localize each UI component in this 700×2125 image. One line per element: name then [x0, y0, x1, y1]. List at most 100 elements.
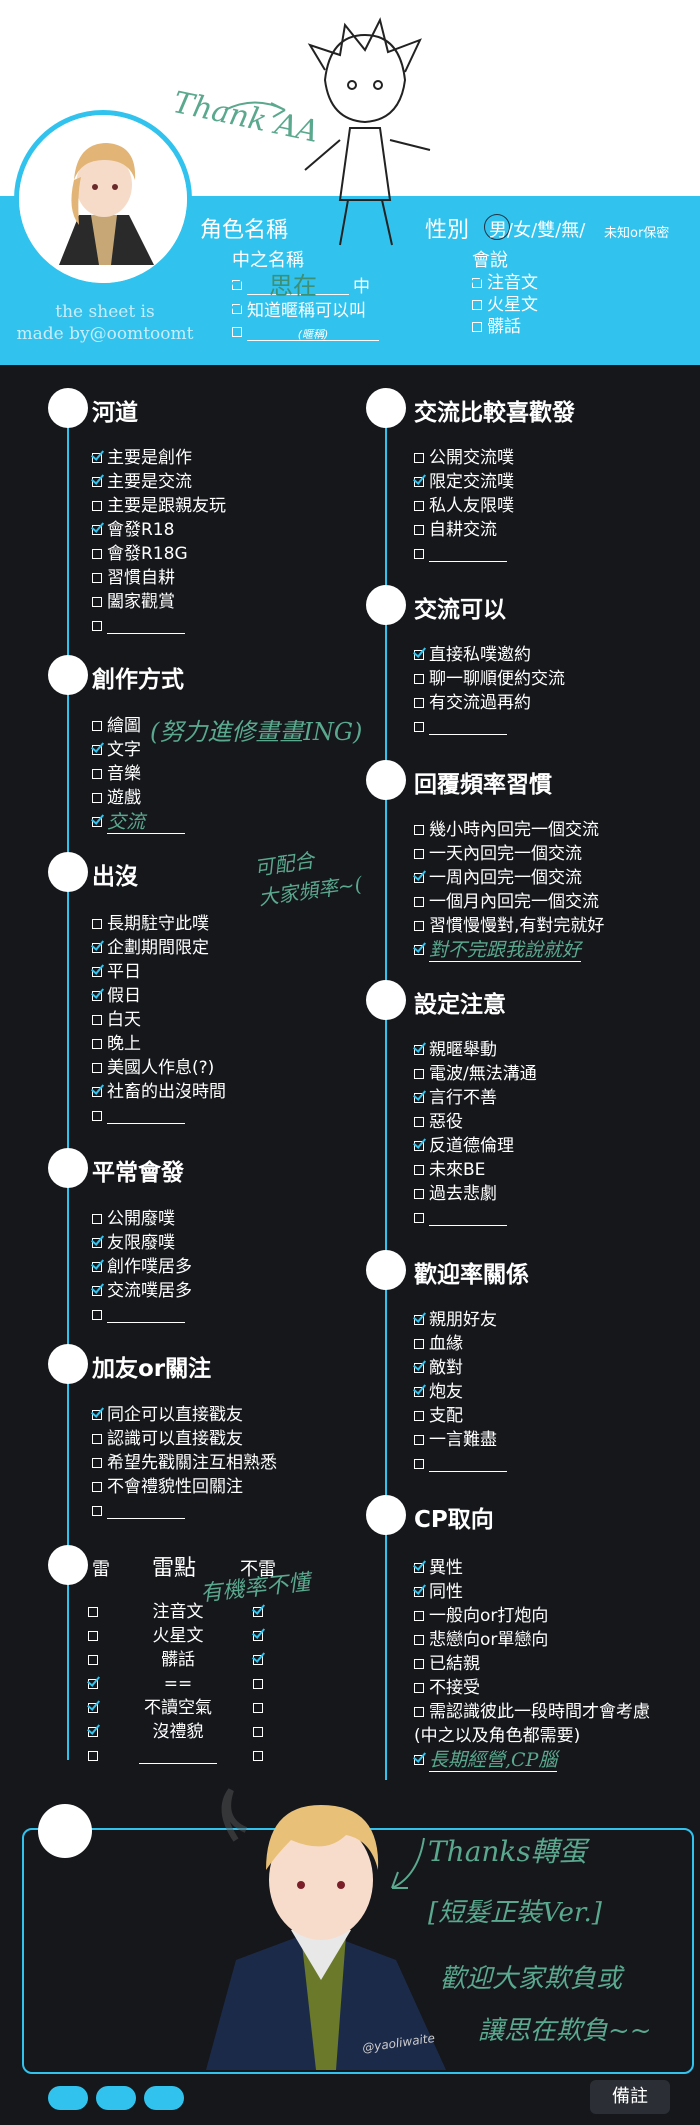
checkbox[interactable] [414, 897, 424, 907]
lei-checkbox[interactable] [88, 1607, 98, 1617]
checkbox[interactable] [414, 1387, 424, 1397]
checkbox[interactable] [92, 525, 102, 535]
checkbox[interactable] [92, 1482, 102, 1492]
list-item-other [414, 542, 514, 566]
checkbox[interactable] [92, 453, 102, 463]
checkbox[interactable] [414, 1587, 424, 1597]
checkbox[interactable] [92, 1310, 102, 1320]
tab-pill-3[interactable] [144, 2086, 184, 2110]
checkbox[interactable] [92, 1458, 102, 1468]
nickname-fill-checkbox[interactable] [232, 326, 242, 337]
checkbox[interactable] [414, 1635, 424, 1645]
checkbox[interactable] [414, 525, 424, 535]
creation-title: 創作方式 [92, 667, 184, 693]
checkbox[interactable] [92, 1410, 102, 1420]
checkbox[interactable] [414, 825, 424, 835]
checkbox[interactable] [414, 1707, 424, 1717]
checkbox[interactable] [92, 1262, 102, 1272]
checkbox[interactable] [92, 745, 102, 755]
checkbox[interactable] [92, 1434, 102, 1444]
checkbox[interactable] [414, 1117, 424, 1127]
checkbox[interactable] [414, 501, 424, 511]
checkbox[interactable] [414, 453, 424, 463]
lei-checkbox[interactable] [88, 1679, 98, 1689]
checkbox[interactable] [92, 1286, 102, 1296]
bulei-checkbox[interactable] [253, 1727, 263, 1737]
list-item-label: 習慣自耕 [107, 568, 175, 588]
checkbox[interactable] [92, 573, 102, 583]
checkbox[interactable] [92, 919, 102, 929]
checkbox[interactable] [414, 1069, 424, 1079]
list-item: 會發R18G [92, 542, 226, 566]
checkbox[interactable] [414, 1611, 424, 1621]
checkbox[interactable] [472, 278, 482, 288]
checkbox[interactable] [92, 1111, 102, 1121]
checkbox[interactable] [92, 991, 102, 1001]
bulei-checkbox[interactable] [253, 1703, 263, 1713]
checkbox[interactable] [414, 1339, 424, 1349]
bulei-checkbox[interactable] [253, 1655, 263, 1665]
checkbox[interactable] [92, 501, 102, 511]
checkbox[interactable] [92, 477, 102, 487]
checkbox[interactable] [414, 1093, 424, 1103]
checkbox[interactable] [92, 1087, 102, 1097]
lei-checkbox[interactable] [88, 1727, 98, 1737]
bulei-checkbox[interactable] [253, 1607, 263, 1617]
checkbox[interactable] [414, 1315, 424, 1325]
checkbox[interactable] [414, 1189, 424, 1199]
checkbox[interactable] [92, 1015, 102, 1025]
bulei-checkbox[interactable] [253, 1751, 263, 1761]
checkbox[interactable] [92, 817, 102, 827]
checkbox[interactable] [414, 1563, 424, 1573]
tab-pill-2[interactable] [96, 2086, 136, 2110]
checkbox[interactable] [414, 873, 424, 883]
tab-pill-1[interactable] [48, 2086, 88, 2110]
nickname-checkbox[interactable] [232, 303, 242, 314]
checkbox[interactable] [414, 1411, 424, 1421]
checkbox[interactable] [92, 967, 102, 977]
checkbox[interactable] [472, 322, 482, 332]
checkbox[interactable] [92, 1214, 102, 1224]
chinese-name-checkbox[interactable] [232, 279, 242, 290]
checkbox[interactable] [414, 1755, 424, 1765]
checkbox[interactable] [414, 1659, 424, 1669]
checkbox[interactable] [92, 549, 102, 559]
lei-checkbox[interactable] [88, 1631, 98, 1641]
checkbox[interactable] [92, 1063, 102, 1073]
checkbox[interactable] [414, 849, 424, 859]
checkbox[interactable] [414, 722, 424, 732]
checkbox[interactable] [414, 921, 424, 931]
note-tab[interactable]: 備註 [590, 2080, 670, 2114]
checkbox[interactable] [414, 1045, 424, 1055]
checkbox[interactable] [92, 1238, 102, 1248]
checkbox[interactable] [92, 621, 102, 631]
checkbox[interactable] [414, 549, 424, 559]
lei-checkbox[interactable] [88, 1703, 98, 1713]
checkbox[interactable] [414, 1213, 424, 1223]
bulei-checkbox[interactable] [253, 1679, 263, 1689]
checkbox[interactable] [92, 943, 102, 953]
checkbox[interactable] [414, 1141, 424, 1151]
checkbox[interactable] [414, 1165, 424, 1175]
bulei-checkbox[interactable] [253, 1631, 263, 1641]
checkbox[interactable] [414, 674, 424, 684]
checkbox[interactable] [414, 477, 424, 487]
checkbox[interactable] [414, 945, 424, 955]
notes-dot [38, 1804, 92, 1858]
checkbox[interactable] [92, 769, 102, 779]
list-item-other [414, 1452, 507, 1476]
lei-checkbox[interactable] [88, 1751, 98, 1761]
checkbox[interactable] [414, 1683, 424, 1693]
checkbox[interactable] [414, 1435, 424, 1445]
checkbox[interactable] [92, 1039, 102, 1049]
checkbox[interactable] [414, 650, 424, 660]
checkbox[interactable] [472, 300, 482, 310]
lei-checkbox[interactable] [88, 1655, 98, 1665]
checkbox[interactable] [92, 597, 102, 607]
checkbox[interactable] [92, 721, 102, 731]
checkbox[interactable] [92, 1506, 102, 1516]
checkbox[interactable] [414, 1363, 424, 1373]
checkbox[interactable] [414, 698, 424, 708]
checkbox[interactable] [92, 793, 102, 803]
checkbox[interactable] [414, 1459, 424, 1469]
